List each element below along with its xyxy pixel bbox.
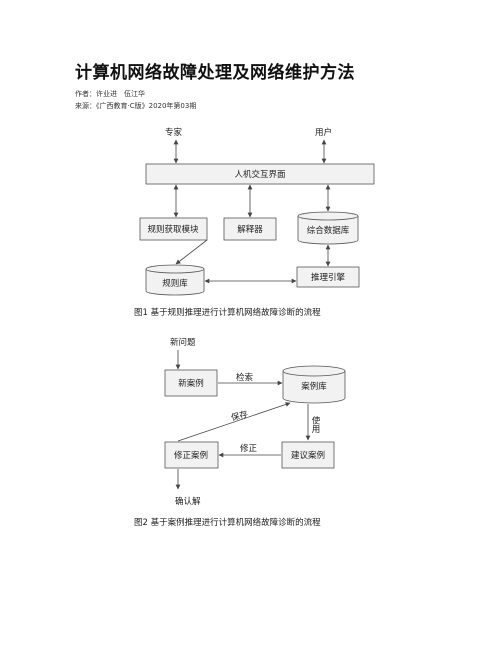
fig2-label-new-case: 新案例 — [178, 378, 204, 389]
fig2-label-save: 保存 — [230, 409, 250, 424]
fig2-label-retrieve: 检索 — [236, 372, 253, 383]
fig1-label-database: 综合数据库 — [307, 225, 350, 236]
article-source: 来源：《广西教育·C版》2020年第03期 — [75, 102, 197, 110]
fig2-box-suggest-case — [281, 441, 335, 469]
fig2-box-revise-case — [164, 441, 219, 469]
fig1-box-inference — [296, 266, 360, 288]
fig1-cylinder-database — [297, 211, 359, 245]
fig2-label-reuse: 使用 — [310, 415, 320, 434]
fig2-label-confirm: 确认解 — [175, 496, 201, 507]
fig1-label-interpreter: 解释器 — [237, 224, 263, 235]
figure-2: 新问题 新案例 检索 案例库 保存 使用 修正案例 建议案例 修正 确认解 图2… — [134, 337, 346, 528]
fig1-label-rule-base: 规则库 — [162, 278, 188, 289]
fig1-label-expert: 专家 — [165, 127, 183, 138]
fig1-label-inference: 推理引擎 — [311, 272, 346, 283]
article-title: 计算机网络故障处理及网络维护方法 — [75, 63, 355, 83]
article-authors: 作者：许业进 伍江华 — [75, 90, 145, 98]
fig1-caption: 图1 基于规则推理进行计算机网络故障诊断的流程 — [134, 307, 321, 318]
fig1-label-user: 用户 — [315, 127, 332, 138]
fig1-box-rule-acquire — [139, 217, 208, 241]
figure-1: 专家 用户 人机交互界面 规则获取模块 解释器 综合数据库 规则库 推理引擎 — [134, 127, 375, 318]
fig2-cylinder-case-base — [282, 365, 346, 404]
fig2-label-suggest-case: 建议案例 — [291, 450, 325, 461]
fig2-label-case-base: 案例库 — [301, 381, 327, 392]
fig2-label-revise: 修正 — [240, 443, 258, 454]
fig1-cylinder-rule-base — [145, 264, 205, 296]
fig2-label-new-problem: 新问题 — [170, 337, 196, 348]
fig1-label-rule-acquire: 规则获取模块 — [147, 224, 199, 235]
fig1-label-hci: 人机交互界面 — [234, 169, 286, 180]
fig1-box-interpreter — [223, 217, 277, 241]
fig2-caption: 图2 基于案例推理进行计算机网络故障诊断的流程 — [134, 517, 321, 528]
fig2-box-new-case — [164, 369, 218, 397]
fig2-label-revise-case: 修正案例 — [174, 450, 208, 461]
fig1-box-hci — [145, 163, 375, 185]
